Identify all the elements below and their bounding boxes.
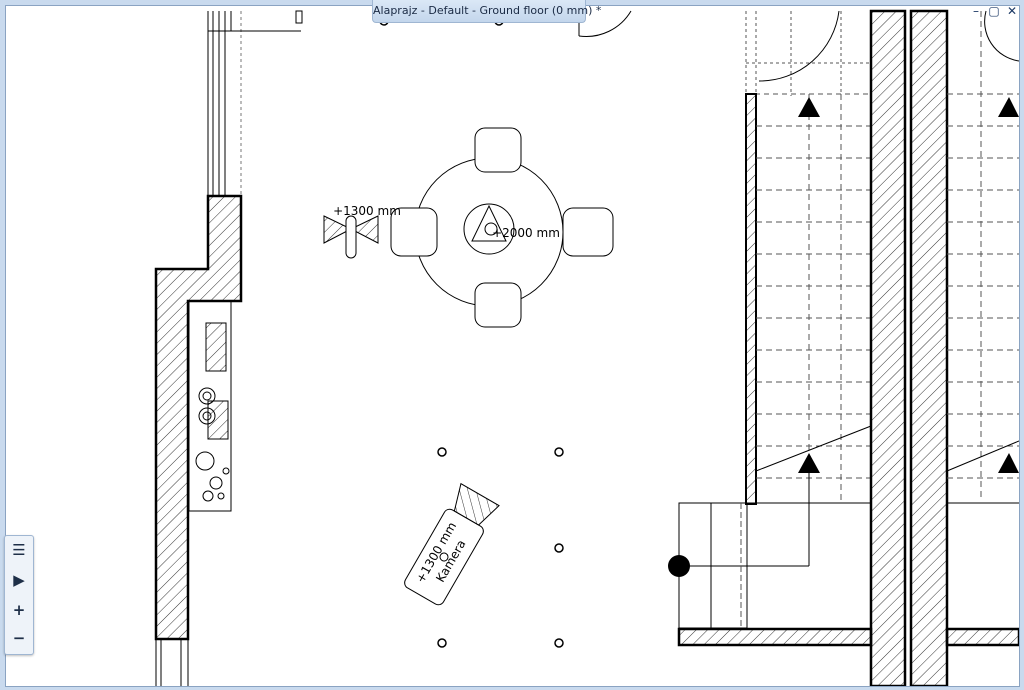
play-icon[interactable]: ▶ [13, 571, 25, 589]
zoom-out-button[interactable]: − [12, 629, 26, 647]
floor-plan-drawing[interactable]: +2000 mm +1300 mm [6, 6, 1019, 686]
zoom-in-button[interactable]: + [12, 601, 26, 619]
restore-button[interactable]: ▢ [988, 4, 1000, 18]
right-walls[interactable] [677, 9, 1019, 686]
window-height-label: +1300 mm [333, 204, 401, 218]
dining-table[interactable] [390, 127, 614, 328]
window-title: Alaprajz - Default - Ground floor (0 mm)… [372, 0, 601, 23]
close-button[interactable]: ✕ [1006, 4, 1018, 18]
door-swings [578, 10, 1019, 82]
lamp-height-label: +2000 mm [492, 226, 560, 240]
staircase[interactable] [668, 11, 872, 629]
camera-symbol[interactable]: +1300 mm Kamera [402, 482, 500, 607]
floor-plan-canvas[interactable]: +2000 mm +1300 mm [5, 5, 1020, 687]
navigation-toolbar: ☰ ▶ + − [4, 535, 34, 655]
window-symbol[interactable] [323, 215, 379, 259]
left-wall[interactable] [154, 10, 303, 686]
minimize-button[interactable]: – [973, 4, 979, 18]
kitchen-counter[interactable] [188, 300, 232, 512]
list-icon[interactable]: ☰ [12, 541, 26, 559]
